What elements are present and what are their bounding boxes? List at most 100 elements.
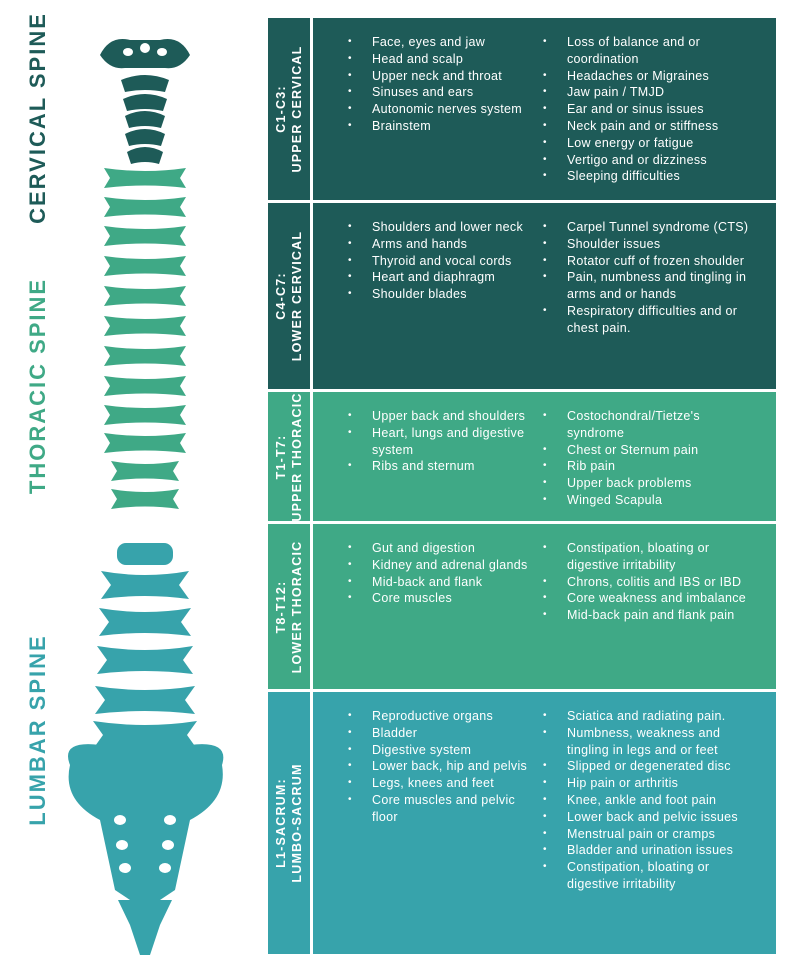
list-item: Upper neck and throat — [348, 68, 543, 85]
list-item: Autonomic nerves system — [348, 101, 543, 118]
list-item: Numbness, weakness and tingling in legs … — [543, 725, 758, 759]
thoracic-spine-label: THORACIC SPINE — [25, 277, 50, 495]
list-item: Core weakness and imbalance — [543, 590, 758, 607]
areas-list: Reproductive organsBladderDigestive syst… — [348, 708, 543, 944]
list-item: Rib pain — [543, 458, 758, 475]
section-content: Face, eyes and jawHead and scalpUpper ne… — [313, 18, 776, 200]
lumbar-vertebra — [101, 571, 189, 599]
list-item: Lower back, hip and pelvis — [348, 758, 543, 775]
section-name: UPPER CERVICAL — [290, 45, 304, 173]
list-item: Neck pain and or stiffness — [543, 118, 758, 135]
list-item: Sleeping difficulties — [543, 168, 758, 185]
lumbar-vertebra — [93, 721, 197, 749]
section-label: L1-SACRUM:LUMBO-SACRUM — [268, 692, 310, 954]
list-item: Winged Scapula — [543, 492, 758, 509]
list-item: Respiratory difficulties and or chest pa… — [543, 303, 758, 337]
lumbar-vertebra — [95, 686, 195, 714]
coccyx — [118, 900, 172, 955]
section-row: C4-C7:LOWER CERVICAL Shoulders and lower … — [268, 203, 776, 389]
pelvis — [68, 744, 224, 900]
list-item: Core muscles — [348, 590, 543, 607]
thoracic-vertebra — [104, 316, 186, 336]
thoracic-vertebra — [104, 286, 186, 306]
cervical-vertebra — [123, 94, 167, 111]
list-item: Mid-back and flank — [348, 574, 543, 591]
list-item: Chest or Sternum pain — [543, 442, 758, 459]
thoracic-vertebra — [104, 376, 186, 396]
list-item: Vertigo and or dizziness — [543, 152, 758, 169]
list-item: Constipation, bloating or digestive irri… — [543, 859, 758, 893]
symptoms-list: Constipation, bloating or digestive irri… — [543, 540, 758, 679]
list-item: Heart, lungs and digestive system — [348, 425, 543, 459]
lumbar-vertebra — [99, 608, 191, 636]
list-item: Lower back and pelvic issues — [543, 809, 758, 826]
list-item: Brainstem — [348, 118, 543, 135]
cervical-vertebra — [125, 111, 165, 128]
list-item: Costochondral/Tietze's syndrome — [543, 408, 758, 442]
list-item: Carpel Tunnel syndrome (CTS) — [543, 219, 758, 236]
list-item: Headaches or Migraines — [543, 68, 758, 85]
section-level: C1-C3: — [274, 85, 288, 133]
list-item: Gut and digestion — [348, 540, 543, 557]
list-item: Digestive system — [348, 742, 543, 759]
spine-illustration — [68, 39, 224, 955]
list-item: Hip pain or arthritis — [543, 775, 758, 792]
section-level: C4-C7: — [274, 272, 288, 320]
list-item: Knee, ankle and foot pain — [543, 792, 758, 809]
list-item: Upper back and shoulders — [348, 408, 543, 425]
foramen — [123, 48, 133, 56]
section-name: LUMBO-SACRUM — [290, 763, 304, 883]
lumbar-vertebra — [97, 646, 193, 674]
symptoms-list: Loss of balance and or coordinationHeada… — [543, 34, 758, 190]
list-item: Sciatica and radiating pain. — [543, 708, 758, 725]
list-item: Shoulder blades — [348, 286, 543, 303]
list-item: Loss of balance and or coordination — [543, 34, 758, 68]
list-item: Jaw pain / TMJD — [543, 84, 758, 101]
list-item: Ear and or sinus issues — [543, 101, 758, 118]
list-item: Menstrual pain or cramps — [543, 826, 758, 843]
section-name: LOWER CERVICAL — [290, 230, 304, 362]
section-content: Gut and digestionKidney and adrenal glan… — [313, 524, 776, 689]
list-item: Sinuses and ears — [348, 84, 543, 101]
section-label: T8-T12:LOWER THORACIC — [268, 524, 310, 689]
atlas-vertebra — [100, 39, 190, 69]
list-item: Bladder and urination issues — [543, 842, 758, 859]
section-row: C1-C3:UPPER CERVICAL Face, eyes and jawHe… — [268, 18, 776, 200]
thoracic-vertebra — [104, 433, 186, 453]
areas-list: Upper back and shouldersHeart, lungs and… — [348, 408, 543, 511]
list-item: Rotator cuff of frozen shoulder — [543, 253, 758, 270]
areas-list: Shoulders and lower neckArms and handsTh… — [348, 219, 543, 379]
list-item: Low energy or fatigue — [543, 135, 758, 152]
section-level: L1-SACRUM: — [274, 778, 288, 868]
list-item: Thyroid and vocal cords — [348, 253, 543, 270]
list-item: Shoulders and lower neck — [348, 219, 543, 236]
list-item: Heart and diaphragm — [348, 269, 543, 286]
areas-list: Gut and digestionKidney and adrenal glan… — [348, 540, 543, 679]
list-item: Mid-back pain and flank pain — [543, 607, 758, 624]
list-item: Kidney and adrenal glands — [348, 557, 543, 574]
foramen — [157, 48, 167, 56]
list-item: Pain, numbness and tingling in arms and … — [543, 269, 758, 303]
list-item: Arms and hands — [348, 236, 543, 253]
symptoms-list: Carpel Tunnel syndrome (CTS)Shoulder iss… — [543, 219, 758, 379]
thoracic-vertebra — [104, 256, 186, 276]
section-label: T1-T7:UPPER THORACIC — [268, 392, 310, 521]
list-item: Reproductive organs — [348, 708, 543, 725]
thoracic-vertebra — [104, 226, 186, 246]
section-row: T8-T12:LOWER THORACIC Gut and digestionKi… — [268, 524, 776, 689]
foramen — [140, 43, 150, 53]
section-label: C4-C7:LOWER CERVICAL — [268, 203, 310, 389]
thoracic-vertebra — [104, 405, 186, 425]
section-row: L1-SACRUM:LUMBO-SACRUM Reproductive organ… — [268, 692, 776, 954]
list-item: Core muscles and pelvic floor — [348, 792, 543, 826]
sacral-foramen — [162, 840, 174, 850]
sacral-foramen — [119, 863, 131, 873]
section-content: Reproductive organsBladderDigestive syst… — [313, 692, 776, 954]
list-item: Legs, knees and feet — [348, 775, 543, 792]
section-name: UPPER THORACIC — [290, 391, 304, 522]
thoracic-vertebra — [104, 346, 186, 366]
lumbar-vertebra — [117, 543, 173, 565]
list-item: Upper back problems — [543, 475, 758, 492]
section-content: Shoulders and lower neckArms and handsTh… — [313, 203, 776, 389]
thoracic-vertebra — [111, 461, 179, 481]
